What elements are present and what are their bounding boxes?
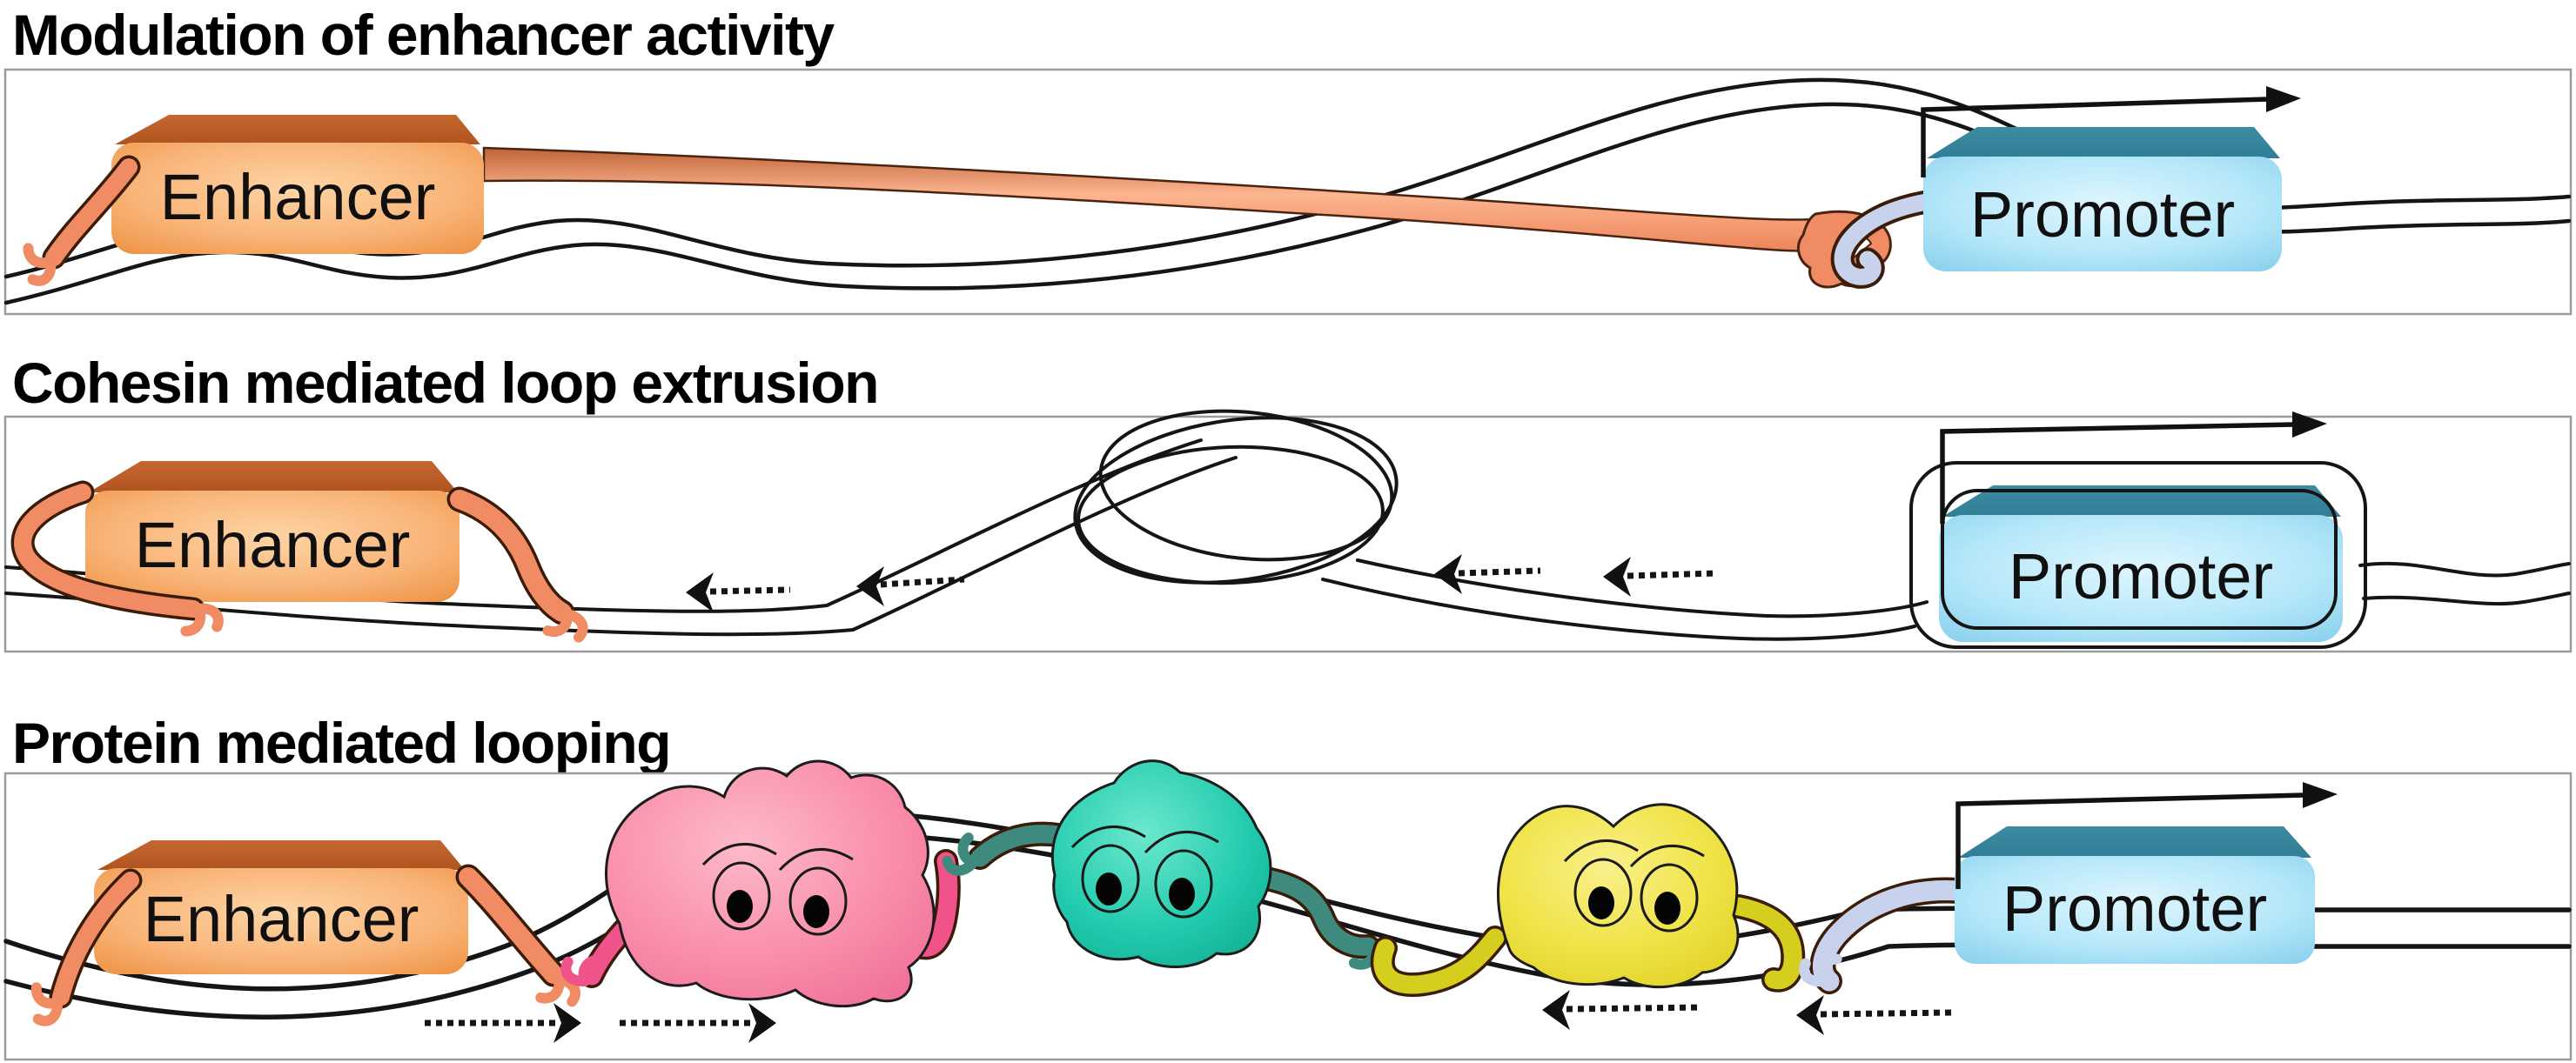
promoter-label: Promoter: [1970, 178, 2235, 251]
enhancer-box-top-face: [89, 461, 458, 492]
promoter-box-top-face: [1958, 826, 2311, 858]
promoter-box-top-face: [1927, 127, 2280, 158]
yellow-blob-body: [1496, 803, 1740, 989]
transcription-start-arrow-icon: [1955, 782, 2338, 889]
enhancer-left-arm: [10, 480, 222, 641]
dna-strand: [2362, 592, 2571, 606]
enhancer-box-front-face: [85, 491, 460, 602]
looping-arrow-left-icon: [1542, 990, 1703, 1030]
enhancer-right-arm: [446, 486, 587, 649]
promoter-label: Promoter: [2009, 540, 2273, 612]
extrusion-arrow-left-icon: [686, 572, 791, 612]
promoter-box-front-face: [1939, 515, 2343, 642]
promoter-arm: [1830, 190, 1939, 289]
enhancer-left-arm: [18, 155, 141, 284]
extrusion-arrow-left-icon: [1603, 557, 1719, 597]
dna-strand: [2358, 561, 2571, 578]
promoter-box: Promoter: [1923, 127, 2282, 271]
enhancer-box-front-face: [111, 143, 484, 254]
promoter-box: Promoter: [1939, 485, 2343, 642]
pink-protein-blob: [562, 759, 961, 1008]
teal-protein-blob: [943, 759, 1394, 983]
panel-title-protein: Protein mediated looping: [12, 711, 672, 775]
promoter-box-front-face: [1955, 856, 2315, 964]
enhancer-box-top-face: [115, 115, 480, 144]
enhancer-box-front-face: [94, 868, 468, 974]
panel-protein: Enhancer: [3, 759, 2573, 1061]
transcription-start-arrow-icon: [1940, 411, 2327, 524]
enhancer-box: Enhancer: [85, 461, 460, 602]
enhancer-left-arm: [24, 868, 143, 1025]
dna-wrap-around-promoter: [1909, 461, 2367, 649]
yellow-protein-blob: [1370, 803, 1806, 998]
enhancer-box: Enhancer: [94, 840, 468, 974]
enhancer-label: Enhancer: [160, 161, 436, 233]
dna-strands: [4, 409, 2571, 641]
promoter-box-top-face: [1942, 485, 2341, 517]
dna-strand: [4, 456, 1238, 637]
panel-title-modulation: Modulation of enhancer activity: [12, 3, 835, 67]
promoter-arm: [1801, 877, 1971, 994]
promoter-label: Promoter: [2002, 872, 2267, 945]
enhancer-box: Enhancer: [111, 115, 484, 254]
pink-blob-body: [605, 759, 936, 1008]
enhancer-right-arm: [455, 864, 580, 1013]
enhancer-box-top-face: [97, 840, 465, 870]
panel-title-cohesin: Cohesin mediated loop extrusion: [12, 351, 879, 415]
panel-modulation: Enhancer Promoter: [3, 68, 2573, 316]
promoter-box: Promoter: [1955, 826, 2315, 964]
enhancer-label: Enhancer: [144, 883, 419, 955]
dna-strand: [1321, 578, 1916, 641]
dna-extrusion-loop: [1073, 409, 1399, 585]
dna-strand: [1356, 558, 1929, 618]
panel-cohesin: Enhancer Promoter: [3, 409, 2573, 652]
extrusion-arrow-left-icon: [1434, 554, 1541, 594]
enhancer-label: Enhancer: [135, 509, 411, 581]
transcription-start-arrow-icon: [1921, 86, 2301, 177]
promoter-box-front-face: [1923, 157, 2282, 271]
extrusion-arrow-left-icon: [856, 566, 965, 606]
